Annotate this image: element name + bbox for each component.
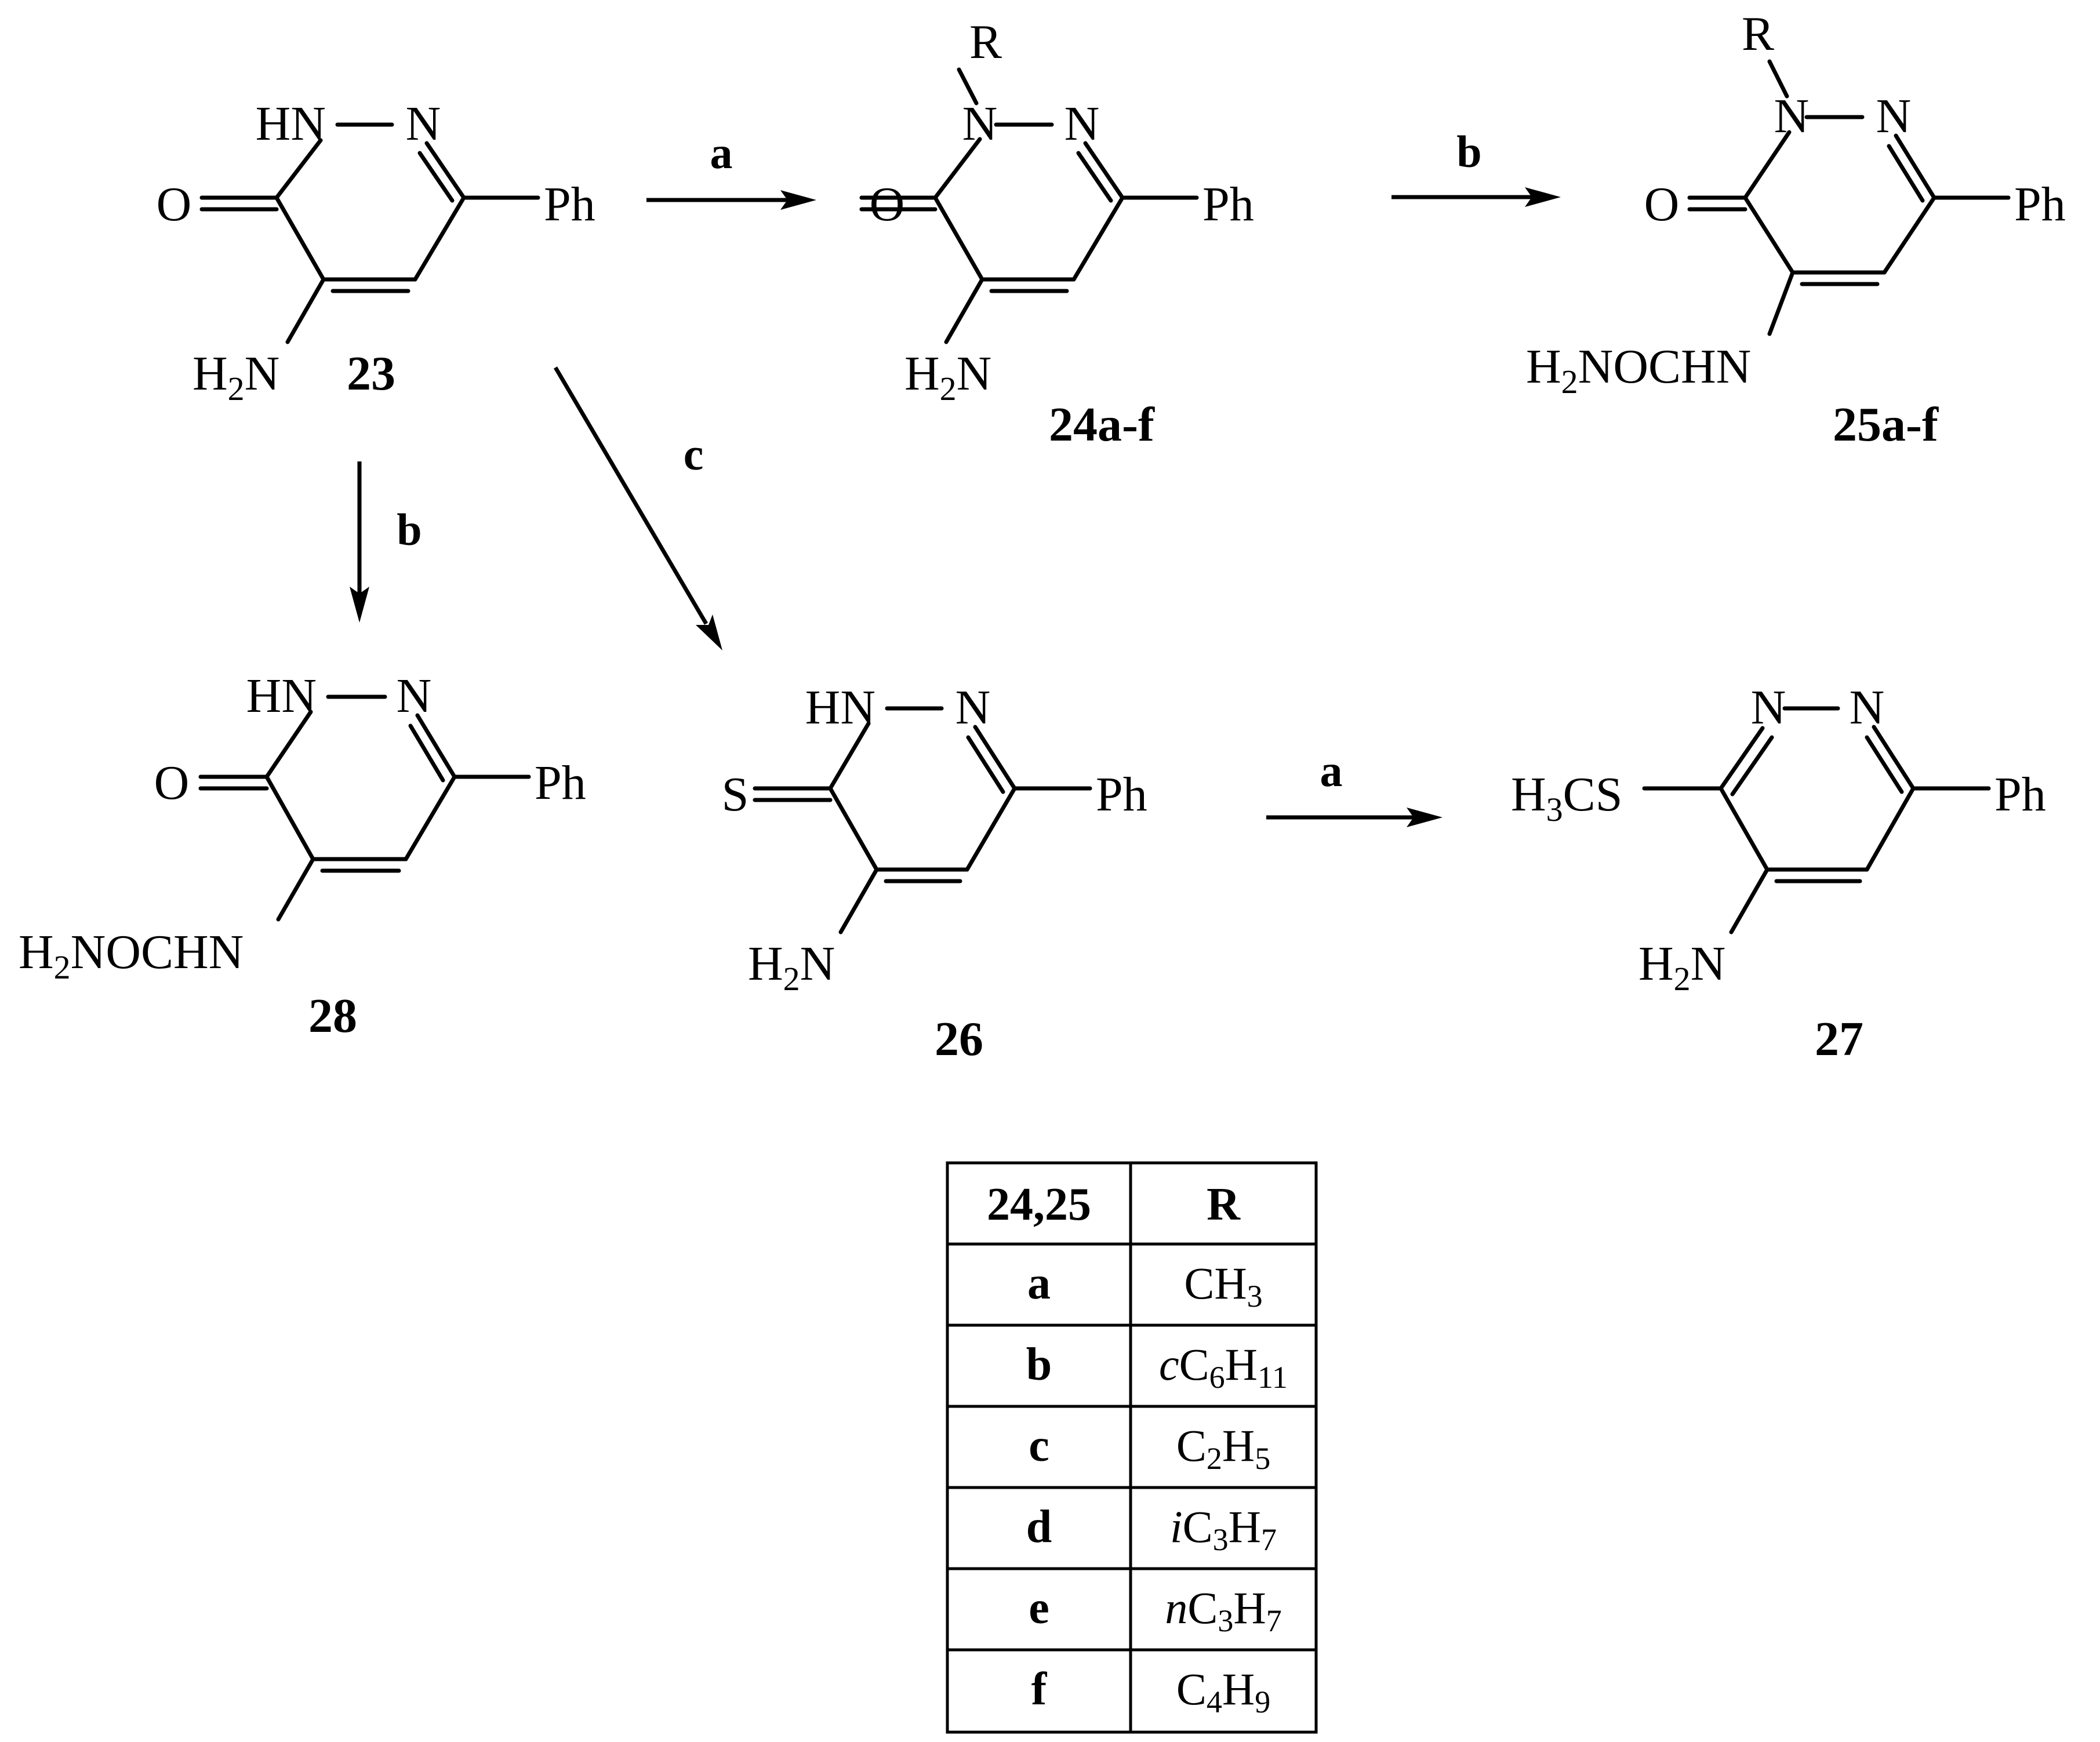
atom-n: N [406, 97, 441, 151]
compound-label: 27 [1815, 1012, 1863, 1066]
arrowhead [696, 614, 722, 650]
group-h2n: H2N [1638, 937, 1725, 998]
group-h2nochn: H2NOCHN [19, 925, 244, 986]
compound-label: 25a-f [1833, 398, 1939, 452]
reaction-arrows: a b b c a [350, 126, 1561, 827]
step-label-c: c [684, 429, 704, 479]
compound-25: R N N O Ph H2NOCHN 25a-f [1526, 7, 2066, 452]
compound-23: HN N O Ph H2N 23 [157, 97, 595, 408]
atom-ph: Ph [1096, 768, 1147, 821]
table-header-compound: 24,25 [987, 1179, 1091, 1230]
group-h2nochn: H2NOCHN [1526, 340, 1751, 401]
atom-o: O [870, 177, 905, 231]
group-h3cs: H3CS [1511, 768, 1622, 828]
atom-n: N [1876, 89, 1912, 143]
table-row-key: a [1027, 1258, 1051, 1309]
compound-28: HN N O Ph H2NOCHN 28 [19, 669, 586, 1043]
compound-label: 28 [308, 989, 357, 1043]
step-label-a2: a [1320, 745, 1343, 796]
arrowhead [350, 587, 369, 623]
atom-n: N [955, 681, 991, 734]
table-row-r: iC3H7 [1170, 1501, 1277, 1557]
table-row-r: C2H5 [1176, 1420, 1270, 1476]
atom-ph: Ph [535, 756, 586, 810]
table-row-r: C4H9 [1176, 1664, 1270, 1719]
atom-s: S [722, 768, 749, 821]
compound-27: N N H3CS Ph H2N 27 [1511, 681, 2046, 1066]
arrow-23-to-26 [553, 366, 709, 625]
table-row-r: nC3H7 [1165, 1583, 1281, 1638]
atom-ph: Ph [1202, 177, 1254, 231]
group-h2n: H2N [904, 347, 991, 408]
compound-label: 26 [935, 1012, 983, 1066]
atom-ph: Ph [544, 177, 595, 231]
atom-ph: Ph [2014, 177, 2066, 231]
atom-hn: HN [805, 681, 875, 734]
atom-n: N [397, 669, 432, 723]
arrowhead [780, 190, 816, 210]
table-row-r: CH3 [1184, 1258, 1262, 1314]
table-row-key: f [1031, 1664, 1048, 1715]
group-h2n: H2N [192, 347, 279, 408]
atom-n: N [1850, 681, 1885, 734]
atom-o: O [157, 177, 192, 231]
table-header-r: R [1207, 1179, 1241, 1230]
atom-hn: HN [246, 669, 317, 723]
step-label-b1: b [1456, 126, 1481, 177]
step-label-b2: b [397, 504, 422, 555]
arrowhead [1407, 808, 1443, 827]
table-row-key: c [1029, 1420, 1049, 1471]
table-row-key: b [1026, 1339, 1052, 1390]
atom-o: O [154, 756, 190, 810]
atom-o: O [1644, 177, 1680, 231]
atom-n1: N [962, 97, 998, 151]
step-label-a1: a [710, 128, 733, 178]
table-row-key: d [1026, 1501, 1052, 1552]
substituent-table: 24,25 R a CH3 b cC6H11 c C2H5 d iC3H7 e … [946, 1161, 1318, 1734]
compound-label: 24a-f [1049, 398, 1155, 452]
table-row-key: e [1029, 1583, 1049, 1634]
table-row-r: cC6H11 [1159, 1339, 1288, 1395]
atom-n1: N [1774, 89, 1810, 143]
atom-r: R [1742, 7, 1774, 61]
atom-ph: Ph [1994, 768, 2046, 821]
group-h2n: H2N [748, 937, 835, 998]
atom-hn: HN [256, 97, 326, 151]
atom-n1: N [1751, 681, 1786, 734]
arrowhead [1525, 187, 1561, 207]
compound-label: 23 [347, 347, 395, 401]
atom-n: N [1064, 97, 1100, 151]
compound-26: HN N S Ph H2N 26 [722, 681, 1147, 1066]
compound-24: R N N O Ph H2N 24a-f [859, 15, 1254, 452]
atom-r: R [969, 15, 1002, 69]
